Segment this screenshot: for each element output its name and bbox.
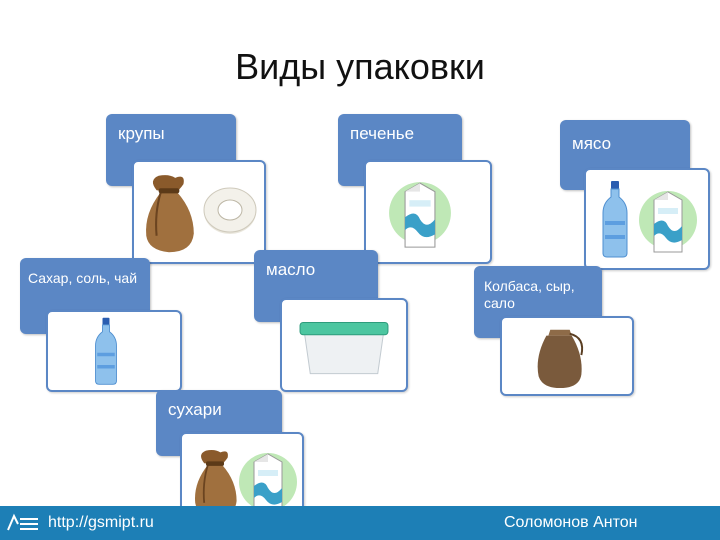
card-label: сухари [168,400,222,419]
sack-icon [138,170,200,256]
logo-icon [7,513,38,531]
card-label: печенье [350,124,415,143]
card-label: масло [266,260,316,279]
card-label: мясо [572,134,612,153]
burlap-pouch-icon [530,322,590,390]
tape-roll-icon [200,180,260,240]
slide-title: Виды упаковки [235,46,485,87]
card-label: Сахар, соль, чай [28,270,138,286]
card-label: крупы [118,124,165,143]
footer-author: Соломонов Антон [504,514,638,531]
plastic-container-icon [298,316,390,378]
footer-bar: http://gsmipt.ru Соломонов Антон [0,506,720,540]
water-bottle-icon [600,178,630,260]
image-panel-myaso [584,168,710,270]
milk-carton-icon [638,180,698,260]
footer-url-link[interactable]: http://gsmipt.ru [48,514,154,531]
image-panel-pechenye [364,160,492,264]
milk-carton-icon [388,170,452,256]
card-label: Колбаса, сыр, сало [484,278,575,311]
image-panel-krupy [132,160,266,264]
water-bottle-icon [92,316,120,386]
image-panel-kolbasa [500,316,634,396]
image-panel-sakhar [46,310,182,392]
image-panel-maslo [280,298,408,392]
